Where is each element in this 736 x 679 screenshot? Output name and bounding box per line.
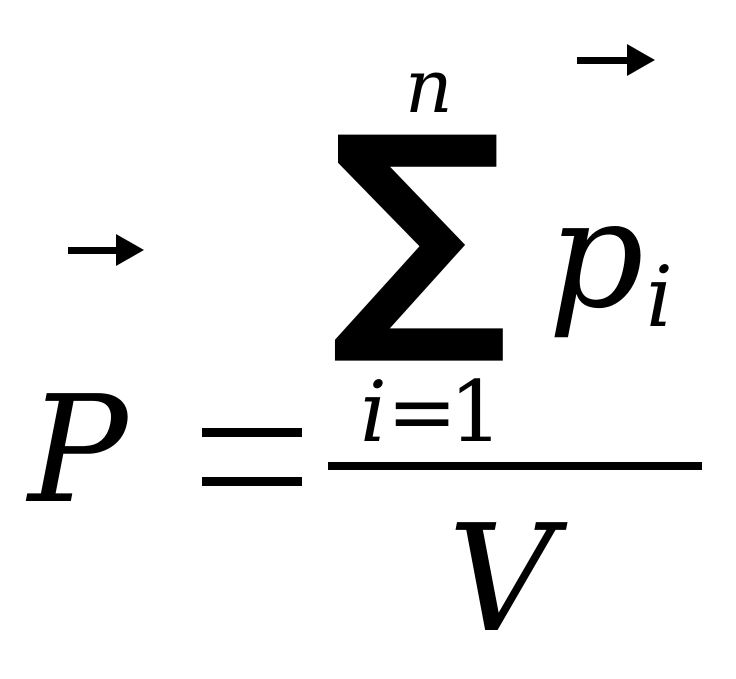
fraction-bar: [328, 462, 702, 470]
vector-arrow-icon: [68, 234, 144, 266]
denominator-symbol: V: [448, 493, 555, 665]
sum-lower-limit: i=1: [360, 370, 503, 454]
equals-sign: =: [202, 426, 302, 490]
lower-limit-equals: =: [386, 363, 457, 461]
summand-subscript: i: [646, 248, 673, 346]
summation-symbol: ∑: [330, 84, 509, 372]
sum-upper-limit: n: [405, 44, 453, 130]
summand-symbol: p: [548, 168, 645, 342]
equals-bars: [202, 428, 302, 486]
vector-arrow-icon: [577, 44, 655, 76]
lower-limit-value: 1: [449, 363, 503, 461]
lower-limit-variable: i: [360, 363, 387, 461]
lhs-symbol: P: [28, 364, 128, 536]
